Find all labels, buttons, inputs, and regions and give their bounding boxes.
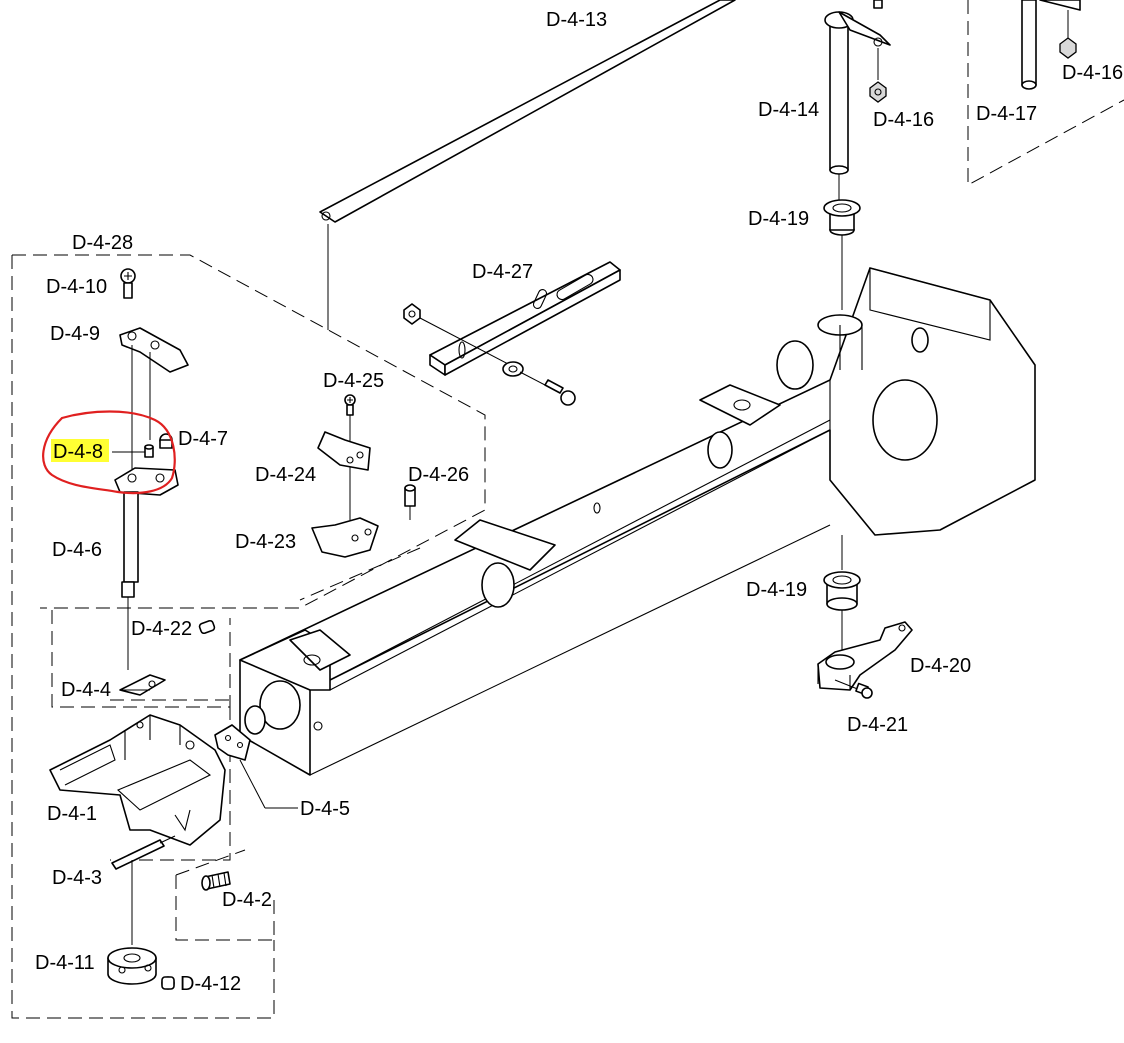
label-d4-12: D-4-12 [180, 973, 241, 995]
label-d4-20: D-4-20 [910, 655, 971, 677]
label-d4-2: D-4-2 [222, 889, 272, 911]
main-casting [239, 267, 1036, 776]
left-shaft-group [112, 268, 189, 670]
label-d4-3: D-4-3 [52, 867, 102, 889]
label-d4-28: D-4-28 [72, 232, 133, 254]
label-d4-19-bottom: D-4-19 [746, 579, 807, 601]
label-d4-19-top: D-4-19 [748, 208, 809, 230]
label-d4-10: D-4-10 [46, 276, 107, 298]
group-d4-23-outline [299, 547, 421, 601]
bracket-d4-27 [403, 261, 621, 406]
label-d4-16-top: D-4-16 [1062, 62, 1123, 84]
parts-d4-23-to-26 [311, 394, 416, 558]
label-d4-11: D-4-11 [35, 952, 95, 974]
label-d4-4: D-4-4 [61, 679, 111, 701]
crank-d4-20 [817, 621, 913, 691]
housing-d4-1 [49, 714, 226, 846]
screw-d4-21 [834, 679, 873, 699]
pin-d4-22 [198, 619, 216, 635]
label-d4-24: D-4-24 [255, 464, 316, 486]
group-outlines [11, 0, 1124, 1019]
label-d4-16: D-4-16 [873, 109, 934, 131]
plate-d4-4 [119, 674, 166, 696]
label-d4-6: D-4-6 [52, 539, 102, 561]
rod-d4-13 [319, 0, 736, 330]
label-d4-25: D-4-25 [323, 370, 384, 392]
nut-d4-16 [869, 48, 887, 103]
group-d4-17-outline [967, 0, 1124, 186]
group-d4-2-outline [175, 849, 275, 941]
label-d4-17: D-4-17 [976, 103, 1037, 125]
label-d4-7: D-4-7 [178, 428, 228, 450]
bushing-d4-19-bottom [823, 535, 861, 650]
annotation-circle [42, 410, 176, 495]
shaft-d4-14 [824, 11, 891, 200]
part-labels: D-4-13 D-4-14 D-4-16 D-4-16 D-4-17 D-4-1… [35, 9, 1123, 995]
label-d4-14: D-4-14 [758, 99, 819, 121]
group-d4-1-outline [110, 699, 231, 861]
label-d4-21: D-4-21 [847, 714, 908, 736]
group-d4-22-outline [51, 610, 231, 708]
label-d4-23: D-4-23 [235, 531, 296, 553]
label-d4-1: D-4-1 [47, 803, 97, 825]
label-d4-26: D-4-26 [408, 464, 469, 486]
rod-d4-17 [873, 0, 1081, 90]
collar-d4-11 [107, 947, 175, 990]
label-d4-13: D-4-13 [546, 9, 607, 31]
group-d4-28-outline [11, 254, 486, 1019]
pin-d4-3 [111, 835, 176, 945]
label-d4-5: D-4-5 [300, 798, 350, 820]
label-d4-9: D-4-9 [50, 323, 100, 345]
bushing-d4-19-top [823, 199, 861, 310]
block-d4-5 [214, 724, 298, 809]
label-d4-8: D-4-8 [53, 441, 103, 463]
label-d4-27: D-4-27 [472, 261, 533, 283]
label-highlight [51, 439, 109, 462]
label-d4-22: D-4-22 [131, 618, 192, 640]
screw-d4-2 [201, 871, 231, 891]
